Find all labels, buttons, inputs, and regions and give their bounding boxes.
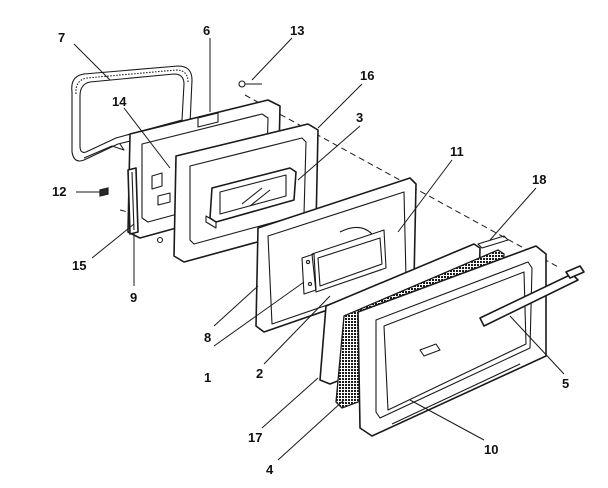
callout-4: 4 [266, 462, 274, 477]
callout-17: 17 [248, 430, 262, 445]
callout-18: 18 [532, 172, 546, 187]
part-7-door-gasket [71, 65, 193, 162]
callout-13: 13 [290, 23, 304, 38]
part-3-window-frame [205, 167, 297, 229]
callout-labels: 7 6 13 16 14 3 11 18 12 15 9 8 1 2 5 17 … [52, 23, 569, 477]
leader-lines [73, 37, 565, 461]
part-5-handle-rod [479, 265, 585, 327]
callout-2: 2 [256, 366, 263, 381]
callout-1: 1 [204, 370, 211, 385]
callout-15: 15 [72, 258, 86, 273]
callout-5: 5 [562, 376, 569, 391]
callout-6: 6 [203, 23, 210, 38]
callout-10: 10 [484, 442, 498, 457]
screw-12 [99, 187, 109, 197]
callout-9: 9 [130, 290, 137, 305]
callout-3: 3 [356, 110, 363, 125]
part-9-hinge-strip [127, 167, 139, 235]
callout-14: 14 [112, 94, 127, 109]
part-18-strip [477, 235, 509, 249]
callout-8: 8 [204, 330, 211, 345]
screw-13 [238, 80, 262, 88]
callout-7: 7 [58, 30, 65, 45]
callout-16: 16 [360, 68, 374, 83]
callout-11: 11 [450, 144, 464, 159]
part-10-outer-door-frame [357, 245, 547, 437]
callout-12: 12 [52, 184, 66, 199]
